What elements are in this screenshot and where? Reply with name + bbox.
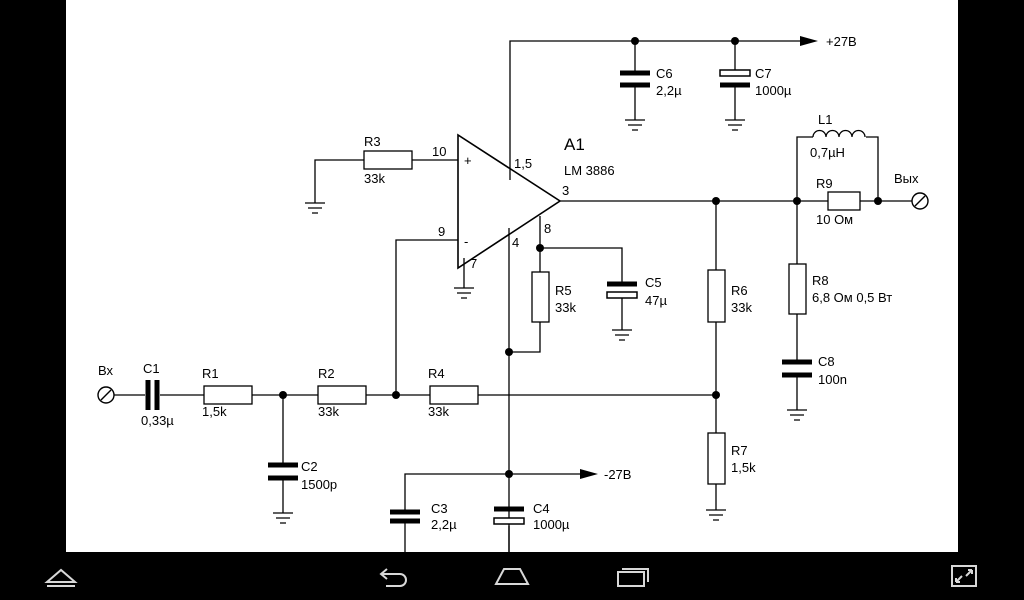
pin-10: 10 xyxy=(432,144,446,159)
c6-ref: C6 xyxy=(656,66,673,81)
navigation-bar xyxy=(0,552,1024,600)
c5-value: 47µ xyxy=(645,293,667,308)
r2-value: 33k xyxy=(318,404,339,419)
r2-ref: R2 xyxy=(318,366,335,381)
r7-value: 1,5k xyxy=(731,460,756,475)
resistor-r7 xyxy=(707,432,726,485)
pin-4: 4 xyxy=(512,235,519,250)
c2-ref: C2 xyxy=(301,459,318,474)
resistor-r8 xyxy=(788,263,807,315)
home-icon[interactable] xyxy=(488,560,536,592)
resistor-r4 xyxy=(429,385,479,405)
input-terminal xyxy=(97,386,115,404)
l1-ref: L1 xyxy=(818,112,832,127)
supply-neg: -27В xyxy=(604,467,631,482)
circuit-schematic: A1 LM 3886 10 9 1,5 3 8 4 7 + - +27В -27… xyxy=(97,34,929,552)
input-label: Вх xyxy=(98,363,114,378)
resistor-r5 xyxy=(531,271,550,323)
pin-3: 3 xyxy=(562,183,569,198)
resistors xyxy=(203,150,861,485)
junctions xyxy=(279,37,882,478)
r1-value: 1,5k xyxy=(202,404,227,419)
supply-pos: +27В xyxy=(826,34,857,49)
c5-ref: C5 xyxy=(645,275,662,290)
r9-value: 10 Ом xyxy=(816,212,853,227)
c8-ref: C8 xyxy=(818,354,835,369)
recent-apps-icon[interactable] xyxy=(608,560,656,592)
r5-ref: R5 xyxy=(555,283,572,298)
resistor-r3 xyxy=(363,150,413,170)
pin-7: 7 xyxy=(470,256,477,271)
pin-8: 8 xyxy=(544,221,551,236)
c2-value: 1500p xyxy=(301,477,337,492)
c7-ref: C7 xyxy=(755,66,772,81)
c1-value: 0,33µ xyxy=(141,413,174,428)
minus-sign: - xyxy=(464,234,468,249)
r7-ref: R7 xyxy=(731,443,748,458)
r8-ref: R8 xyxy=(812,273,829,288)
wires xyxy=(114,36,920,552)
r3-value: 33k xyxy=(364,171,385,186)
c4-ref: C4 xyxy=(533,501,550,516)
r6-ref: R6 xyxy=(731,283,748,298)
inductor-l1 xyxy=(812,129,866,138)
c7-value: 1000µ xyxy=(755,83,792,98)
pin-9: 9 xyxy=(438,224,445,239)
plus-sign: + xyxy=(464,153,472,168)
c8-value: 100n xyxy=(818,372,847,387)
capacitors xyxy=(145,69,812,525)
r6-value: 33k xyxy=(731,300,752,315)
r5-value: 33k xyxy=(555,300,576,315)
pin-15: 1,5 xyxy=(514,156,532,171)
up-icon[interactable] xyxy=(37,560,85,592)
labels: A1 LM 3886 10 9 1,5 3 8 4 7 + - +27В -27… xyxy=(98,34,919,532)
r4-ref: R4 xyxy=(428,366,445,381)
resistor-r1 xyxy=(203,385,253,405)
c3-value: 2,2µ xyxy=(431,517,457,532)
chip-name: A1 xyxy=(564,135,585,154)
opamp-a1 xyxy=(457,133,562,270)
resistor-r6 xyxy=(707,269,726,323)
c6-value: 2,2µ xyxy=(656,83,682,98)
resistor-r2 xyxy=(317,385,367,405)
r4-value: 33k xyxy=(428,404,449,419)
chip-part: LM 3886 xyxy=(564,163,615,178)
l1-value: 0,7µH xyxy=(810,145,845,160)
fullscreen-icon[interactable] xyxy=(940,560,988,592)
back-icon[interactable] xyxy=(368,560,416,592)
c1-ref: C1 xyxy=(143,361,160,376)
r1-ref: R1 xyxy=(202,366,219,381)
schematic-sheet: A1 LM 3886 10 9 1,5 3 8 4 7 + - +27В -27… xyxy=(66,0,958,552)
r3-ref: R3 xyxy=(364,134,381,149)
c3-ref: C3 xyxy=(431,501,448,516)
r8-value: 6,8 Ом 0,5 Вт xyxy=(812,290,892,305)
c4-value: 1000µ xyxy=(533,517,570,532)
output-label: Вых xyxy=(894,171,919,186)
capacitor-c7 xyxy=(719,69,751,77)
r9-ref: R9 xyxy=(816,176,833,191)
resistor-r9 xyxy=(827,191,861,211)
output-terminal xyxy=(911,192,929,210)
